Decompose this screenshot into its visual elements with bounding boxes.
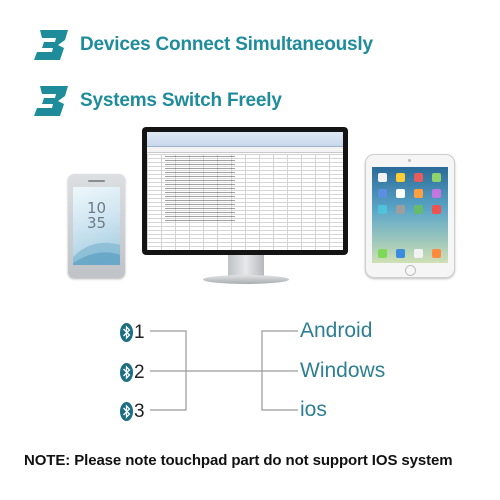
- monitor-base: [203, 275, 289, 284]
- app-icon: [414, 189, 423, 198]
- wallpaper-swirl: [73, 242, 120, 265]
- phone-clock: 10 35: [73, 201, 120, 231]
- app-icon: [414, 173, 423, 182]
- system-label-ios: ios: [300, 398, 327, 421]
- app-icon: [396, 189, 405, 198]
- app-icon: [378, 205, 387, 214]
- number-three-icon: [34, 86, 68, 116]
- number-three-icon: [34, 30, 68, 60]
- bluetooth-channel-number: 3: [134, 400, 145, 422]
- phone-speaker: [88, 180, 105, 182]
- monitor-screen-spreadsheet: [147, 132, 343, 250]
- dock-app-icon: [432, 249, 441, 258]
- bluetooth-channel-number: 1: [134, 321, 145, 343]
- app-icon: [414, 205, 423, 214]
- app-icon: [396, 173, 405, 182]
- bluetooth-icon: [120, 401, 133, 421]
- bluetooth-icon: [120, 322, 133, 342]
- app-icon: [396, 205, 405, 214]
- phone-clock-hour: 10: [86, 199, 107, 217]
- spreadsheet-data: [165, 156, 235, 224]
- phone-screen: 10 35: [73, 187, 120, 265]
- tablet-camera: [408, 159, 411, 162]
- phone-clock-minute: 35: [86, 214, 107, 232]
- bluetooth-channel-1: 1: [120, 320, 145, 344]
- tablet-screen: [372, 167, 448, 263]
- app-icon: [378, 189, 387, 198]
- dock-app-icon: [396, 249, 405, 258]
- dock-app-icon: [414, 249, 423, 258]
- bluetooth-icon: [120, 362, 133, 382]
- tablet-image: [365, 154, 455, 278]
- app-icon: [432, 189, 441, 198]
- desktop-monitor-image: [142, 127, 348, 255]
- headline-devices: Devices Connect Simultaneously: [34, 28, 373, 62]
- system-label-windows: Windows: [300, 359, 386, 382]
- headline-devices-text: Devices Connect Simultaneously: [80, 34, 373, 55]
- note-text: NOTE: Please note touchpad part do not s…: [24, 452, 453, 469]
- dock-app-icon: [378, 249, 387, 258]
- spreadsheet-ribbon: [147, 132, 343, 147]
- bluetooth-channel-2: 2: [120, 360, 145, 384]
- app-icon: [432, 173, 441, 182]
- bluetooth-channel-number: 2: [134, 361, 145, 383]
- smartphone-image: 10 35: [68, 174, 125, 278]
- headline-systems: Systems Switch Freely: [34, 84, 282, 118]
- app-icon: [378, 173, 387, 182]
- tablet-home-button: [405, 265, 416, 276]
- bluetooth-channel-3: 3: [120, 399, 145, 423]
- app-icon: [432, 205, 441, 214]
- headline-systems-text: Systems Switch Freely: [80, 90, 282, 111]
- system-label-android: Android: [300, 319, 373, 342]
- spreadsheet-formula-bar: [147, 147, 343, 153]
- monitor-stand: [228, 255, 264, 277]
